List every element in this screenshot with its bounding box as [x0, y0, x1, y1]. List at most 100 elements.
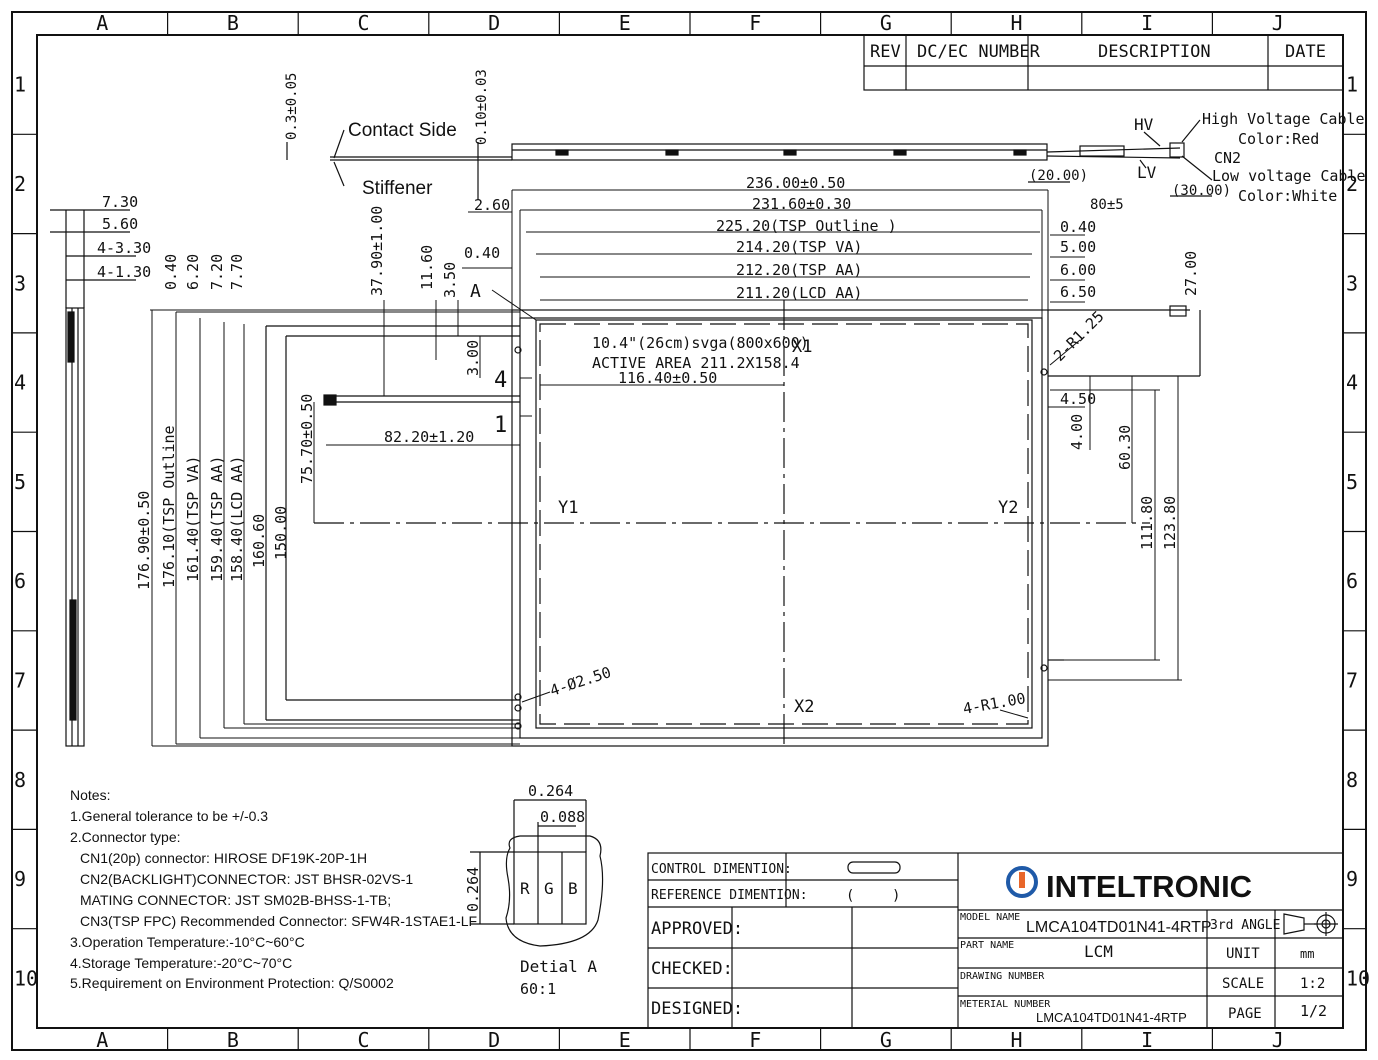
zone-column-label-top: C	[358, 11, 370, 35]
projection-symbol	[1283, 912, 1338, 936]
dim-650: 6.50	[1060, 283, 1096, 301]
note-line: MATING CONNECTOR: JST SM02B-BHSS-1-TB;	[80, 892, 391, 908]
zone-row-label-left: 8	[14, 768, 26, 792]
dim-010: 0.10±0.03	[474, 69, 490, 145]
dim-040-right: 0.40	[1060, 218, 1096, 236]
zone-row-label-left: 1	[14, 73, 26, 97]
drawing-number-label: DRAWING NUMBER	[960, 971, 1045, 982]
dim-v3790: 37.90±1.00	[368, 206, 386, 296]
note-line: CN3(TSP FPC) Recommended Connector: SFW4…	[80, 913, 477, 929]
dim-tsp-lcd-width: 231.60±0.30	[752, 195, 851, 213]
zone-row-label-right: 4	[1346, 371, 1358, 395]
zone-column-label-bottom: C	[358, 1028, 370, 1052]
front-view	[265, 300, 1201, 747]
dim-v1160: 11.60	[418, 245, 436, 290]
note-line: 1.General tolerance to be +/-0.3	[70, 808, 268, 824]
note-line: 5.Requirement on Environment Protection:…	[70, 975, 394, 991]
detail-a-marker: A	[470, 281, 481, 302]
spec-line-2: ACTIVE AREA 211.2X158.4	[592, 354, 800, 372]
dim-6030: 60.30	[1116, 425, 1134, 470]
zone-column-label-bottom: I	[1141, 1028, 1153, 1052]
material-number-label: METERIAL NUMBER	[960, 999, 1051, 1010]
page-label: PAGE	[1228, 1006, 1262, 1022]
dim-tsp-aa-height: 159.40(TSP AA)	[208, 456, 226, 582]
description-header: DESCRIPTION	[1098, 42, 1211, 62]
zone-column-label-bottom: B	[227, 1028, 239, 1052]
zone-row-label-right: 7	[1346, 668, 1358, 692]
x1-label: X1	[792, 337, 812, 357]
date-header: DATE	[1285, 42, 1326, 62]
revision-table	[863, 34, 1344, 91]
paren-open: (	[846, 888, 854, 904]
zone-column-label-top: F	[749, 11, 761, 35]
dim-v300: 3.00	[464, 340, 482, 376]
zone-column-label-top: E	[619, 11, 631, 35]
zone-row-label-right: 2	[1346, 172, 1358, 196]
dim-30: (30.00)	[1172, 183, 1231, 199]
zone-column-label-top: D	[488, 11, 500, 35]
scale-label: SCALE	[1222, 976, 1264, 992]
model-name-label: MODEL NAME	[960, 912, 1020, 923]
detail-w088: 0.088	[540, 808, 585, 826]
checked-label: CHECKED:	[651, 959, 733, 979]
dim-lcd-aa-width: 211.20(LCD AA)	[736, 284, 862, 302]
dim-v040: 0.40	[162, 254, 180, 290]
dim-600: 6.00	[1060, 261, 1096, 279]
cn2-label: CN2	[1214, 149, 1241, 167]
dim-11180: 111.80	[1138, 496, 1156, 550]
zone-column-label-top: G	[880, 11, 892, 35]
dim-400: 4.00	[1068, 414, 1086, 450]
notes-title: Notes:	[70, 787, 110, 803]
zone-row-label-left: 5	[14, 470, 26, 494]
zone-row-label-left: 10	[14, 966, 38, 990]
zone-row-label-right: 10	[1346, 966, 1370, 990]
lv-cable-label: Low voltage Cable	[1212, 167, 1366, 185]
contact-side-label: Contact Side	[348, 120, 457, 141]
dim-tsp-va-width: 214.20(TSP VA)	[736, 238, 862, 256]
zone-column-label-bottom: D	[488, 1028, 500, 1052]
note-line: 3.Operation Temperature:-10°C~60°C	[70, 934, 305, 950]
dim-16060: 160.60	[250, 514, 268, 568]
dim-lcd-aa-height: 158.40(LCD AA)	[228, 456, 246, 582]
detail-title: Detial A	[520, 957, 597, 976]
r100-label: 4-R1.00	[962, 689, 1027, 718]
paren-close: )	[892, 888, 900, 904]
dim-15000: 150.00	[272, 506, 290, 560]
zone-row-label-left: 7	[14, 668, 26, 692]
zone-row-label-left: 2	[14, 172, 26, 196]
hole-label: 4-Ø2.50	[548, 663, 614, 700]
note-line: 4.Storage Temperature:-20°C~70°C	[70, 955, 292, 971]
zone-column-label-top: A	[96, 11, 108, 35]
lv-label: LV	[1137, 163, 1157, 182]
hv-color-label: Color:Red	[1238, 130, 1319, 148]
dim-11640: 116.40±0.50	[618, 369, 717, 387]
unit-value: mm	[1300, 947, 1314, 961]
zone-column-label-top: J	[1272, 11, 1284, 35]
zone-row-label-left: 6	[14, 569, 26, 593]
dim-outline-width: 236.00±0.50	[746, 174, 845, 192]
zone-column-label-bottom: H	[1011, 1028, 1023, 1052]
unit-label: UNIT	[1226, 946, 1260, 962]
zone-row-label-right: 3	[1346, 271, 1358, 295]
zone-column-label-top: B	[227, 11, 239, 35]
material-number-value: LMCA104TD01N41-4RTP	[1036, 1010, 1187, 1025]
note-line: CN1(20p) connector: HIROSE DF19K-20P-1H	[80, 850, 367, 866]
dim-730: 7.30	[102, 193, 138, 211]
y1-label: Y1	[558, 498, 578, 518]
hv-cable-label: High Voltage Cable	[1202, 110, 1365, 128]
zone-column-label-bottom: A	[96, 1028, 108, 1052]
zone-column-label-bottom: J	[1272, 1028, 1284, 1052]
zone-column-label-bottom: E	[619, 1028, 631, 1052]
pin-4-label: 4	[494, 368, 507, 393]
dim-8220: 82.20±1.20	[384, 428, 474, 446]
dim-v770: 7.70	[228, 254, 246, 290]
detail-r: R	[520, 879, 530, 898]
detail-h264: 0.264	[464, 867, 482, 912]
dim-tsp-va-height: 161.40(TSP VA)	[184, 456, 202, 582]
hv-label: HV	[1134, 115, 1154, 134]
zone-row-label-left: 4	[14, 371, 26, 395]
control-dimention-label: CONTROL DIMENTION:	[651, 862, 792, 877]
dim-tsp-outline-width: 225.20(TSP Outline )	[716, 217, 897, 235]
y2-label: Y2	[998, 498, 1018, 518]
zone-row-label-right: 6	[1346, 569, 1358, 593]
